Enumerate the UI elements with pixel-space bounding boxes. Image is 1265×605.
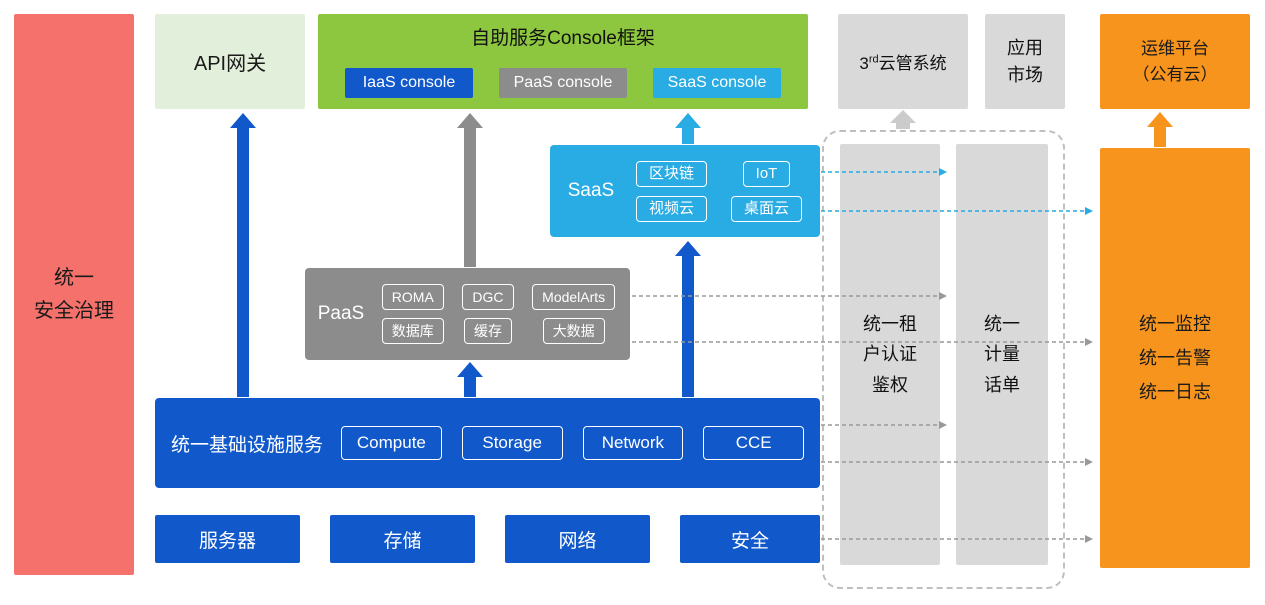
paas-label: PaaS <box>317 303 365 324</box>
arrow-paas-to-console <box>457 113 483 267</box>
tenant-services-dashed-frame <box>822 130 1065 589</box>
iaas-box: 统一基础设施服务 Compute Storage Network CCE <box>155 398 820 488</box>
api-gateway-box: API网关 <box>155 14 305 109</box>
third-party-superscript: rd <box>868 53 879 66</box>
hardware-server-box: 服务器 <box>155 515 300 563</box>
iaas-label: 统一基础设施服务 <box>171 434 324 456</box>
security-governance-bar: 统一 安全治理 <box>14 14 134 575</box>
paas-item-cache: 缓存 <box>463 318 512 344</box>
monitor-alarm-log-bar: 统一监控 统一告警 统一日志 <box>1100 148 1250 568</box>
arrow-monitor-to-om-platform <box>1147 112 1173 147</box>
paas-item-modelarts: ModelArts <box>532 284 616 310</box>
hardware-network-box: 网络 <box>505 515 650 563</box>
arrow-to-third-party-cloud <box>890 110 916 129</box>
saas-console-chip: SaaS console <box>653 68 781 98</box>
paas-item-roma: ROMA <box>381 284 444 310</box>
tenant-auth-bar: 统一租 户认证 鉴权 <box>840 144 940 565</box>
paas-items: ROMA DGC ModelArts 数据库 缓存 大数据 <box>377 284 620 344</box>
paas-item-bigdata: 大数据 <box>542 318 605 344</box>
console-row: IaaS console PaaS console SaaS console <box>318 68 808 98</box>
saas-item-desktop-cloud: 桌面云 <box>730 195 802 222</box>
arrow-iaas-to-paas <box>457 362 483 397</box>
third-party-label: 3rd云管系统 <box>859 53 947 73</box>
saas-items: 区块链 IoT 视频云 桌面云 <box>632 160 806 222</box>
iaas-item-network: Network <box>582 426 684 460</box>
console-frame-box: 自助服务Console框架 IaaS console PaaS console … <box>318 14 808 109</box>
paas-console-chip: PaaS console <box>499 68 627 98</box>
third-party-cloud-box: 3rd云管系统 <box>838 14 968 109</box>
console-frame-title: 自助服务Console框架 <box>471 28 655 49</box>
iaas-item-storage: Storage <box>461 426 563 460</box>
saas-item-blockchain: 区块链 <box>635 160 707 187</box>
metering-billing-bar: 统一 计量 话单 <box>956 144 1048 565</box>
saas-label: SaaS <box>567 180 615 201</box>
paas-item-database: 数据库 <box>381 318 444 344</box>
arrow-saas-to-console <box>675 113 701 144</box>
iaas-items: Compute Storage Network CCE <box>341 426 805 460</box>
hardware-storage-box: 存储 <box>330 515 475 563</box>
saas-item-iot: IoT <box>742 160 791 187</box>
iaas-item-compute: Compute <box>341 426 442 460</box>
app-market-box: 应用 市场 <box>985 14 1065 109</box>
iaas-item-cce: CCE <box>703 426 805 460</box>
om-platform-box: 运维平台 （公有云） <box>1100 14 1250 109</box>
iaas-console-chip: IaaS console <box>345 68 473 98</box>
arrow-iaas-to-saas <box>675 241 701 397</box>
paas-item-dgc: DGC <box>462 284 514 310</box>
saas-box: SaaS 区块链 IoT 视频云 桌面云 <box>550 145 820 237</box>
paas-box: PaaS ROMA DGC ModelArts 数据库 缓存 大数据 <box>305 268 630 360</box>
hardware-security-box: 安全 <box>680 515 820 563</box>
saas-item-video-cloud: 视频云 <box>635 195 707 222</box>
arrow-iaas-to-api-gateway <box>230 113 256 397</box>
